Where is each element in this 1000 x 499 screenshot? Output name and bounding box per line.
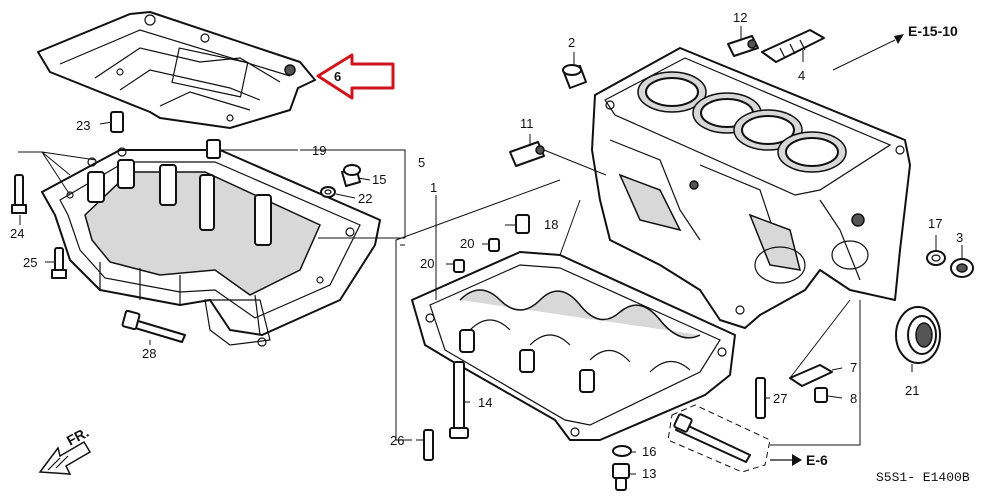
leader-lines	[18, 26, 963, 475]
bolt-24[interactable]	[11, 174, 27, 214]
callout-15: 15	[372, 172, 386, 187]
diagram-code: S5S1- E1400B	[876, 470, 970, 485]
callout-16: 16	[642, 444, 656, 459]
callout-6: 6	[334, 69, 341, 84]
callout-23: 23	[76, 118, 90, 133]
callout-20a: 20	[460, 236, 474, 251]
dowel-pin-19[interactable]	[206, 139, 221, 159]
ref-e15-10: E-15-10	[908, 23, 958, 39]
callout-11: 11	[520, 116, 534, 131]
callout-26: 26	[390, 433, 404, 448]
bolt-8[interactable]	[814, 387, 828, 403]
e6-arrow	[770, 454, 802, 466]
sealing-bolt-2[interactable]	[562, 64, 587, 89]
callout-28: 28	[142, 346, 156, 361]
callout-7: 7	[850, 360, 857, 375]
washer-22[interactable]	[320, 186, 336, 198]
cylinder-block[interactable]	[591, 47, 911, 329]
front-arrow: FR.	[38, 424, 91, 475]
e6-bolt-box	[667, 404, 771, 473]
bolt-23[interactable]	[110, 111, 124, 133]
callout-21: 21	[905, 383, 919, 398]
dowel-pin-20b[interactable]	[453, 259, 465, 273]
bracket-7[interactable]	[789, 364, 833, 387]
bolt-28[interactable]	[121, 309, 186, 343]
callout-22: 22	[358, 191, 372, 206]
callout-2: 2	[568, 35, 575, 50]
ref-e6: E-6	[806, 452, 828, 468]
callout-12: 12	[733, 10, 747, 25]
oil-pressure-switch-11[interactable]	[509, 141, 545, 167]
callout-17: 17	[928, 216, 942, 231]
callout-3: 3	[956, 230, 963, 245]
callout-27: 27	[773, 391, 787, 406]
callout-1: 1	[430, 180, 437, 195]
knock-sensor-4[interactable]	[761, 29, 825, 63]
bolt-14[interactable]	[449, 361, 469, 439]
callout-8: 8	[850, 391, 857, 406]
callout-19: 19	[312, 143, 326, 158]
bolt-13[interactable]	[612, 463, 630, 491]
dowel-pin-18[interactable]	[515, 214, 530, 234]
drain-plug-15[interactable]	[341, 164, 361, 187]
callout-14: 14	[478, 395, 492, 410]
bolt-27[interactable]	[755, 377, 766, 419]
callout-20b: 20	[420, 256, 434, 271]
callout-24: 24	[10, 226, 24, 241]
oil-seal-21[interactable]	[895, 306, 941, 364]
callouts: 2 12 4 11 23 19 5 15 22 1 24 25 28 18 20…	[10, 10, 963, 481]
bolt-26[interactable]	[423, 429, 434, 461]
washer-16[interactable]	[612, 445, 632, 457]
front-label: FR.	[64, 424, 91, 449]
oil-pan[interactable]	[41, 147, 381, 347]
callout-5: 5	[418, 155, 425, 170]
plug-3[interactable]	[950, 258, 974, 278]
oil-baffle-plate[interactable]	[37, 11, 316, 129]
callout-13: 13	[642, 466, 656, 481]
callout-18: 18	[544, 217, 558, 232]
callout-25: 25	[23, 255, 37, 270]
bolt-25[interactable]	[51, 247, 67, 279]
sensor-12[interactable]	[727, 35, 759, 57]
highlight-arrow: 6	[316, 53, 395, 100]
callout-4: 4	[798, 68, 805, 83]
bearing-cap-bridge[interactable]	[411, 251, 736, 441]
dowel-pin-20a[interactable]	[488, 238, 500, 252]
e15-10-arrow	[894, 34, 904, 44]
washer-17[interactable]	[926, 250, 946, 266]
